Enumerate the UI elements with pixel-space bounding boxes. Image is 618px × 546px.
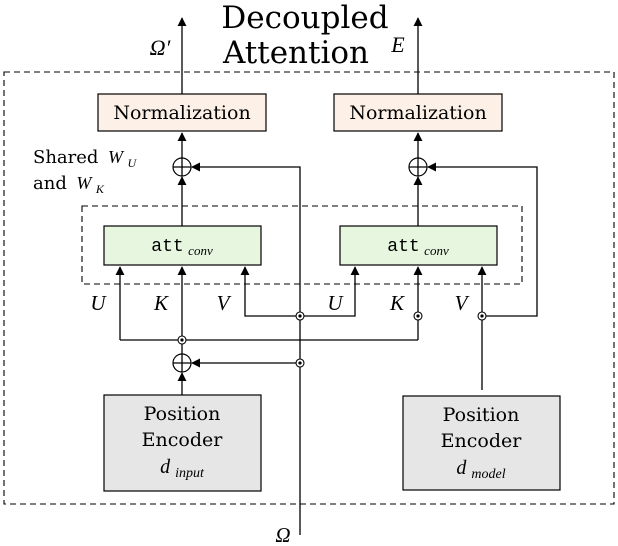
pe-right-line-2: Encoder [441,430,523,452]
svg-text:Shared W U: Shared W U [33,147,137,170]
decoupled-attention-boundary [3,71,615,505]
pe-right-sub: model [471,467,505,482]
left-k-label: K [153,291,169,315]
shared-note-sub-2: K [95,182,105,196]
svg-text:att conv: att conv [387,235,449,258]
position-encoder-right: Position Encoder d model [402,395,561,491]
shared-note-math-2: W [76,173,93,193]
residual-left-omega [191,162,301,535]
pe-left-line-2: Encoder [142,429,224,451]
normalization-right: Normalization [333,93,503,132]
title-line-2: Attention [222,35,369,71]
adder-bottom [172,353,192,373]
output-label-e: E [390,32,405,57]
right-u-input [300,266,360,317]
output-label-omega-prime: Ω′ [150,35,172,60]
att-conv-left-sub: conv [188,243,213,258]
left-v-label: V [217,291,232,315]
normalization-left-label: Normalization [113,102,250,124]
svg-text:att conv: att conv [151,235,213,258]
pe-left-line-1: Position [144,403,221,425]
left-v-input [240,266,300,317]
shared-weights-note: Shared W U and W K [33,147,137,196]
att-conv-right-sub: conv [424,243,449,258]
residual-right [427,162,538,317]
adder-top-left [172,157,192,177]
pe-right-line-1: Position [443,404,520,426]
adder-top-right [408,157,428,177]
right-v-label: V [455,291,470,315]
shared-weights-boundary [81,205,523,285]
pe-right-math: d [456,457,467,479]
shared-note-math-1: W [108,147,125,167]
position-encoder-left: Position Encoder d input [103,394,262,492]
att-conv-left: att conv [103,225,262,266]
shared-note-sub-1: U [127,156,137,170]
right-k-label: K [389,291,405,315]
pe-left-math: d [160,456,171,478]
normalization-right-label: Normalization [349,102,486,124]
input-label-omega: Ω [275,523,290,546]
att-conv-right-base: att [387,237,419,257]
junction-dots [177,311,487,368]
svg-text:d model: d model [456,457,505,482]
att-conv-right: att conv [339,225,498,266]
shared-note-text-1: Shared [33,147,98,168]
left-u-label: U [90,291,107,315]
svg-text:and W K: and W K [33,173,105,196]
pe-left-sub: input [175,466,205,481]
shared-note-text-2: and [33,173,67,194]
att-conv-left-base: att [151,237,183,257]
normalization-left: Normalization [97,93,267,132]
svg-text:d input: d input [160,456,205,481]
right-u-label: U [327,291,344,315]
title-line-1: Decoupled [221,0,388,36]
